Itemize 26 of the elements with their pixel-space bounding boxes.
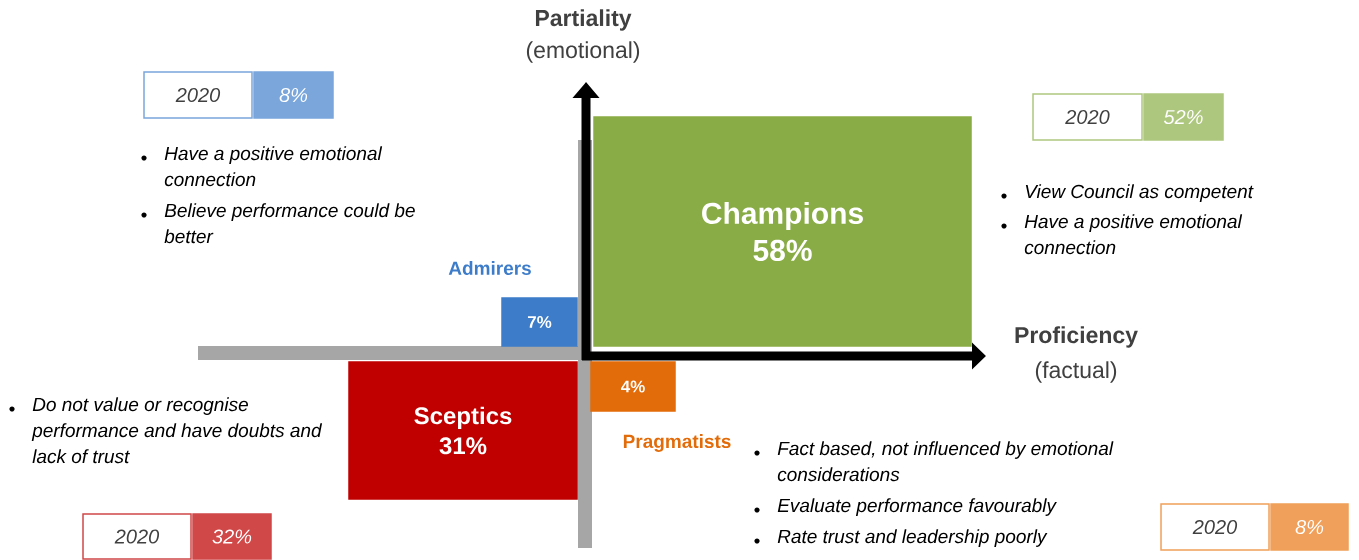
bullet-text: View Council as competent bbox=[1025, 184, 1254, 202]
bullet-text: Rate trust and leadership poorly bbox=[777, 529, 1048, 547]
segment-box: 7% bbox=[501, 297, 578, 347]
year-box: 2020 bbox=[1032, 93, 1143, 141]
axis-subtitle: (emotional) bbox=[526, 41, 640, 63]
year-box: 2020 bbox=[1160, 503, 1270, 551]
percent-box: 52% bbox=[1143, 93, 1224, 141]
axis-title: Partiality bbox=[535, 9, 632, 31]
bullet-text: Believe performance could be better bbox=[164, 203, 415, 244]
segment-box: 4% bbox=[590, 361, 676, 412]
axis-subtitle: (factual) bbox=[1035, 361, 1117, 383]
bullet-text: Fact based, not influenced by emotional considerations bbox=[777, 441, 1114, 482]
segment-label: Pragmatists bbox=[623, 434, 731, 452]
bullet-text: Have a positive emotional connection bbox=[164, 146, 383, 187]
year-box: 2020 bbox=[82, 513, 192, 560]
bullet-text: Have a positive emotional connection bbox=[1024, 214, 1243, 255]
segment-box: Sceptics 31% bbox=[348, 361, 578, 500]
percent-box: 8% bbox=[253, 71, 334, 119]
bullet-text: Do not value or recognise performance and have doubts and lack of trust bbox=[31, 397, 323, 464]
segment-box: Champions 58% bbox=[593, 116, 972, 347]
segment-label: Admirers bbox=[448, 261, 531, 275]
percent-box: 8% bbox=[1270, 503, 1349, 551]
bullet-text: Evaluate performance favourably bbox=[777, 498, 1057, 516]
year-box: 2020 bbox=[143, 71, 253, 119]
percent-box: 32% bbox=[192, 513, 272, 560]
axis-title: Proficiency bbox=[1015, 326, 1138, 348]
